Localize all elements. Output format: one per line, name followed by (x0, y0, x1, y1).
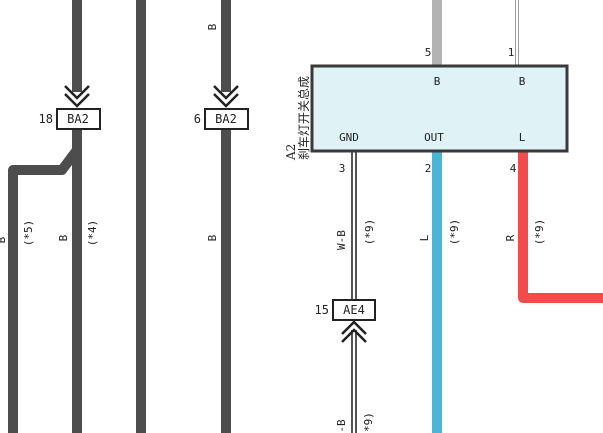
wire-note-label: (*9) (448, 219, 461, 246)
component-name: 刹车灯开关总成 (296, 76, 311, 160)
pin-label: GND (339, 131, 359, 144)
chevron-arrow-icon (213, 85, 239, 100)
wire-color-label: R (504, 234, 517, 241)
brake-light-switch-assembly: 5 B 1 B GND OUT L 3 2 4 (310, 46, 569, 175)
wire-note-label: (*4) (86, 220, 99, 247)
wire-branch-left (8, 147, 81, 433)
wire-color-label: L (418, 234, 431, 241)
chevron-arrow-icon (213, 93, 239, 108)
component-code: A2 (284, 144, 298, 161)
pin-number: 3 (339, 162, 346, 175)
wire-color-label: B (206, 234, 219, 241)
connector-ae4-15: AE4 15 (315, 299, 376, 321)
pin-label: B (519, 75, 526, 88)
pin-number: 1 (508, 46, 515, 59)
component-title: A2 刹车灯开关总成 (284, 76, 311, 161)
connector-pin: 15 (315, 303, 329, 317)
pin-label: OUT (424, 131, 444, 144)
connector-pin: 6 (194, 112, 201, 126)
chevron-arrow-icon (64, 93, 90, 108)
connector-code: BA2 (215, 112, 237, 126)
connector-code: AE4 (343, 303, 365, 317)
connector-ba2-6: BA2 6 (194, 108, 249, 130)
wire-note-label: (*5) (22, 220, 35, 247)
pin-label: B (434, 75, 441, 88)
wire-color-label: -B (335, 419, 348, 433)
wire-note-label: (*9) (363, 219, 376, 246)
left-wire-group (8, 0, 239, 433)
connector-ba2-18: BA2 18 (39, 108, 101, 130)
wire-labels: B (*5) B (*4) B B W-B (*9) L (*9) R (*9)… (0, 23, 546, 432)
wire-color-label: B (57, 234, 70, 241)
pin-label: L (519, 131, 526, 144)
wire-pin4-red (518, 151, 603, 303)
pin-number: 2 (425, 162, 432, 175)
pin-number: 5 (425, 46, 432, 59)
chevron-arrow-icon (64, 85, 90, 100)
wire-color-label: W-B (335, 230, 348, 250)
chevron-up-icon (341, 320, 367, 335)
connector-code: BA2 (67, 112, 89, 126)
chevron-up-icon (341, 328, 367, 343)
wire-color-label: B (206, 23, 219, 30)
switch-wire-group (341, 0, 603, 433)
wire-note-label: (*9) (533, 219, 546, 246)
wire-note-label: *9) (362, 412, 375, 432)
wire-color-label: B (0, 236, 8, 243)
connector-pin: 18 (39, 112, 53, 126)
pin-number: 4 (510, 162, 517, 175)
